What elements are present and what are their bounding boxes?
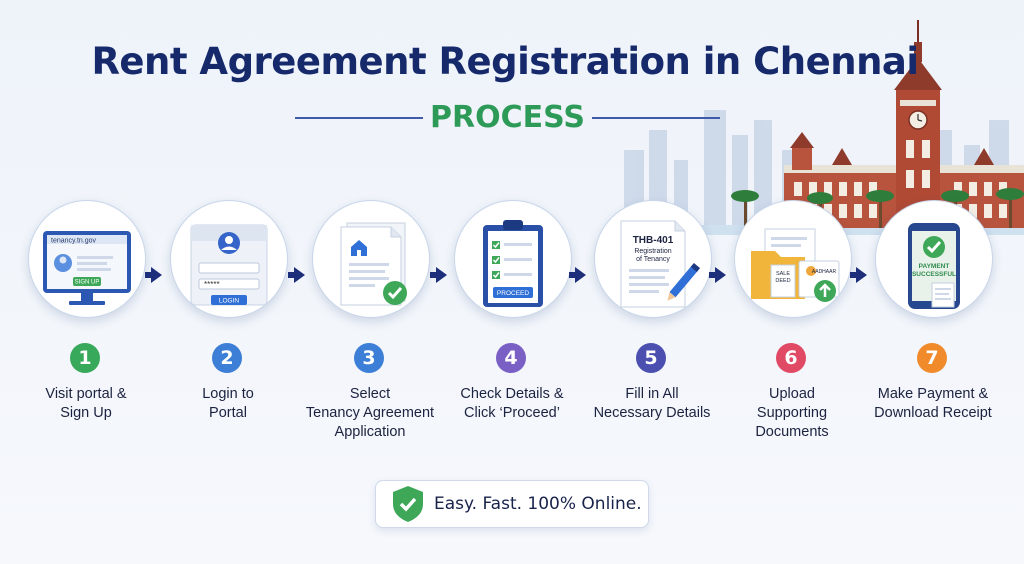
step-2: ***** LOGIN 2 Login to Portal bbox=[164, 200, 292, 421]
subtitle-row: PROCESS bbox=[295, 100, 720, 136]
subtitle-divider-right bbox=[592, 117, 720, 119]
step-1-number: 1 bbox=[70, 343, 100, 373]
step-3: 3 Select Tenancy Agreement Application bbox=[306, 200, 434, 440]
form-pen-icon: THB-401 Registration of Tenancy bbox=[620, 220, 701, 308]
step-2-number: 2 bbox=[212, 343, 242, 373]
payment-status-line1: PAYMENT bbox=[919, 263, 950, 270]
signup-button-label: SIGN UP bbox=[75, 280, 100, 286]
step-1: tenancy.tn.gov SIGN UP 1 Visit portal & … bbox=[22, 200, 150, 421]
aadhaar-card-label: AADHAAR bbox=[812, 269, 837, 275]
phone-payment-icon: PAYMENT SUCCESSFUL bbox=[908, 223, 960, 309]
step-4: PROCEED 4 Check Details & Click ‘Proceed… bbox=[448, 200, 576, 421]
step-4-label: Check Details & Click ‘Proceed’ bbox=[460, 386, 564, 421]
step-7-label: Make Payment & Download Receipt bbox=[874, 386, 992, 421]
step-4-illustration: PROCEED bbox=[454, 200, 572, 318]
arrow-5-6 bbox=[709, 267, 726, 283]
shield-check-icon bbox=[393, 486, 423, 522]
step-6: SALE DEED AADHAAR 6 Upload Supporting Do… bbox=[728, 200, 856, 440]
subtitle-divider-left bbox=[295, 117, 423, 119]
step-5-label: Fill in All Necessary Details bbox=[593, 386, 711, 421]
step-1-illustration: tenancy.tn.gov SIGN UP bbox=[28, 200, 146, 318]
login-button-label: LOGIN bbox=[219, 298, 240, 305]
page-title: Rent Agreement Registration in Chennai bbox=[91, 40, 919, 83]
clipboard-checklist-icon: PROCEED bbox=[483, 220, 543, 307]
form-subtitle-line2: of Tenancy bbox=[636, 256, 670, 263]
document-check-icon bbox=[340, 222, 407, 306]
badge-text: Easy. Fast. 100% Online. bbox=[434, 494, 642, 514]
arrow-1-2 bbox=[145, 267, 162, 283]
monitor-signup-icon: tenancy.tn.gov SIGN UP bbox=[43, 231, 131, 305]
step-1-label: Visit portal & Sign Up bbox=[45, 386, 127, 421]
step-3-number: 3 bbox=[354, 343, 384, 373]
step-2-illustration: ***** LOGIN bbox=[170, 200, 288, 318]
step-6-number: 6 bbox=[776, 343, 806, 373]
sale-deed-line2: DEED bbox=[775, 278, 790, 284]
step-5-illustration: THB-401 Registration of Tenancy bbox=[594, 200, 712, 318]
feature-badge: Easy. Fast. 100% Online. bbox=[375, 480, 649, 528]
step-4-number: 4 bbox=[496, 343, 526, 373]
login-form-icon: ***** LOGIN bbox=[190, 224, 268, 306]
step-6-illustration: SALE DEED AADHAAR bbox=[734, 200, 852, 318]
form-title: THB-401 bbox=[633, 235, 674, 246]
step-3-illustration bbox=[312, 200, 430, 318]
password-field-value: ***** bbox=[204, 280, 220, 289]
subtitle: PROCESS bbox=[430, 100, 585, 135]
step-3-label: Select Tenancy Agreement Application bbox=[305, 386, 435, 440]
step-7-number: 7 bbox=[917, 343, 947, 373]
step-5-number: 5 bbox=[636, 343, 666, 373]
form-subtitle-line1: Registration bbox=[634, 248, 671, 255]
sale-deed-line1: SALE bbox=[776, 271, 790, 277]
payment-status-line2: SUCCESSFUL bbox=[912, 271, 956, 278]
step-2-label: Login to Portal bbox=[202, 386, 254, 421]
step-6-label: Upload Supporting Documents bbox=[755, 386, 829, 440]
step-7-illustration: PAYMENT SUCCESSFUL bbox=[875, 200, 993, 318]
arrow-4-5 bbox=[569, 267, 586, 283]
upload-documents-icon: SALE DEED AADHAAR bbox=[751, 228, 840, 302]
arrow-6-7 bbox=[850, 267, 867, 283]
arrow-2-3 bbox=[288, 267, 305, 283]
screen-url: tenancy.tn.gov bbox=[51, 238, 97, 245]
step-5: THB-401 Registration of Tenancy 5 Fill i… bbox=[588, 200, 716, 421]
proceed-button-label: PROCEED bbox=[497, 290, 529, 297]
step-7: PAYMENT SUCCESSFUL 7 Make Payment & Down… bbox=[869, 200, 997, 421]
arrow-3-4 bbox=[430, 267, 447, 283]
